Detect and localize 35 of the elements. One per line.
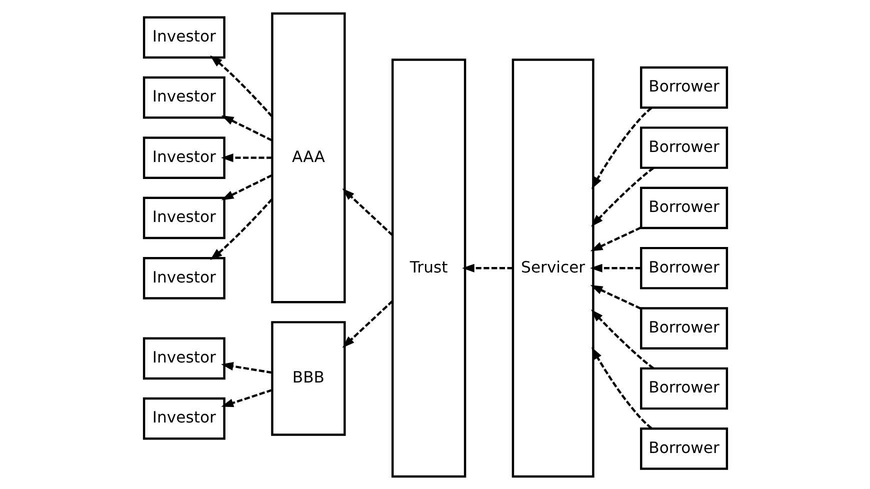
arrow [591, 106, 652, 189]
arrow [590, 166, 654, 226]
arrow [342, 300, 393, 348]
arrow [220, 174, 272, 200]
arrow [220, 152, 272, 162]
arrow [220, 114, 272, 141]
arrow [590, 284, 641, 310]
node-box: Borrower [640, 126, 728, 168]
arrow [210, 54, 272, 117]
arrow [210, 198, 272, 260]
arrow [590, 263, 640, 272]
node-box: Investor [142, 196, 225, 239]
arrow [220, 362, 272, 374]
node-box: Servicer [511, 58, 594, 478]
node-box: Investor [142, 336, 225, 380]
node-box: BBB [270, 320, 346, 436]
arrow [342, 188, 393, 236]
arrow [462, 263, 512, 272]
node-box: Borrower [640, 246, 728, 289]
arrow [220, 388, 272, 407]
node-box: Investor [142, 396, 225, 440]
node-box: Borrower [640, 186, 728, 229]
node-box: Borrower [640, 306, 728, 349]
node-box: Borrower [640, 366, 728, 410]
node-box: Investor [142, 76, 225, 118]
node-box: Investor [142, 136, 225, 178]
arrow [590, 226, 641, 251]
node-box: Trust [390, 58, 466, 478]
node-box: Borrower [640, 66, 728, 108]
node-box: Borrower [640, 427, 728, 470]
node-box: Investor [142, 256, 225, 299]
arrow [591, 346, 652, 429]
node-box: Investor [142, 16, 225, 58]
node-box: AAA [270, 12, 346, 303]
arrow [590, 309, 654, 369]
